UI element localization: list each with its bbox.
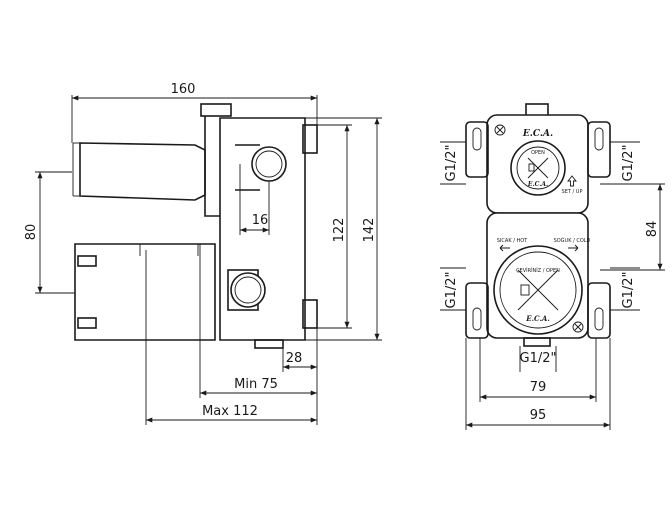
label-set-up: SET / UP [562,189,583,195]
brand-logo-small: E.C.A. [527,181,548,188]
dim-142: 142 [362,218,377,243]
dim-160: 160 [171,82,196,97]
thread-mid-left: G1/2" [444,272,459,309]
thread-top-left: G1/2" [444,145,459,182]
dim-122: 122 [332,218,347,243]
thread-top-right: G1/2" [621,145,636,182]
dim-16: 16 [252,213,269,228]
brand-logo-top: E.C.A. [522,129,553,139]
thread-mid-right: G1/2" [621,272,636,309]
label-turn-open: ÇEVİRİNİZ / OPEN [516,267,560,274]
brand-logo-lower: E.C.A. [525,314,550,323]
label-hot: SICAK / HOT [497,238,528,244]
front-dimensions: G1/2" G1/2" G1/2" G1/2" 84 G1/2" 79 95 [440,141,665,430]
dim-79: 79 [530,380,547,395]
dim-95: 95 [530,408,547,423]
side-dimensions: 160 80 16 122 142 28 Min 75 Max 112 [24,82,382,425]
thread-bottom: G1/2" [520,351,557,366]
dim-max-112: Max 112 [202,404,258,419]
dim-28: 28 [286,351,303,366]
dim-min-75: Min 75 [234,377,278,392]
side-view [72,103,318,349]
label-cold: SOĞUK / COLD [554,237,591,244]
dim-80: 80 [24,224,39,241]
label-open-top: OPEN [531,150,545,156]
dim-84: 84 [645,221,660,238]
front-view: OPEN E.C.A. E.C.A. SET / UP SICAK / HOT … [465,103,611,347]
